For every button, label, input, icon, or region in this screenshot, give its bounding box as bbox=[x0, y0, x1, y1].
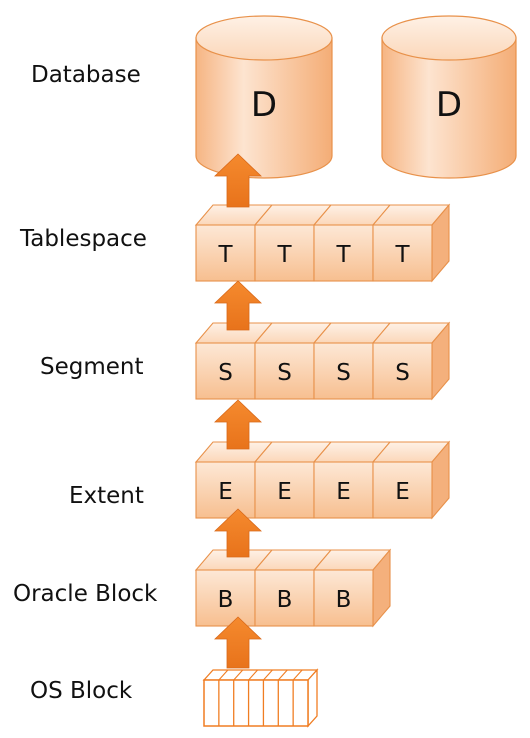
tablespace-cell: T bbox=[372, 224, 433, 282]
extent-cell: E bbox=[195, 461, 256, 519]
tablespace-cell: T bbox=[313, 224, 374, 282]
up-arrow-icon bbox=[214, 399, 262, 450]
label-segment: Segment bbox=[40, 354, 144, 380]
segment-cell-letter: S bbox=[277, 360, 292, 386]
extent-cell-letter: E bbox=[277, 479, 292, 505]
extent-cell-letter: E bbox=[336, 479, 351, 505]
segment-cell-letter: S bbox=[218, 360, 233, 386]
database-letter: D bbox=[436, 85, 462, 125]
segment-cell: S bbox=[254, 342, 315, 400]
oracle-block-cell-letter: B bbox=[218, 587, 234, 613]
label-database: Database bbox=[31, 62, 141, 88]
extent-cell: E bbox=[313, 461, 374, 519]
segment-cell: S bbox=[313, 342, 374, 400]
os-block-stack bbox=[202, 668, 319, 728]
database-letter: D bbox=[251, 85, 277, 125]
up-arrow-icon bbox=[214, 508, 262, 558]
extent-cell: E bbox=[254, 461, 315, 519]
label-oracle-block: Oracle Block bbox=[13, 581, 158, 607]
extent-cell-letter: E bbox=[395, 479, 410, 505]
up-arrow-icon bbox=[214, 280, 262, 331]
tablespace-cell-letter: T bbox=[217, 242, 233, 268]
oracle-block-cell: B bbox=[195, 569, 256, 627]
oracle-block-cell-letter: B bbox=[336, 587, 352, 613]
extent-cell: E bbox=[372, 461, 433, 519]
database-cylinder: D bbox=[195, 15, 333, 179]
tablespace-cell: T bbox=[195, 224, 256, 282]
up-arrow-icon bbox=[214, 616, 262, 669]
tablespace-cell-letter: T bbox=[276, 242, 292, 268]
oracle-block-cell: B bbox=[254, 569, 315, 627]
segment-cell-letter: S bbox=[395, 360, 410, 386]
oracle-block-cell: B bbox=[313, 569, 374, 627]
segment-cell: S bbox=[372, 342, 433, 400]
label-tablespace: Tablespace bbox=[20, 226, 147, 252]
label-extent: Extent bbox=[69, 483, 144, 509]
tablespace-cell: T bbox=[254, 224, 315, 282]
up-arrow-icon bbox=[214, 153, 262, 208]
segment-cell: S bbox=[195, 342, 256, 400]
oracle-block-cell-letter: B bbox=[277, 587, 293, 613]
label-os-block: OS Block bbox=[30, 678, 133, 704]
extent-cell-letter: E bbox=[218, 479, 233, 505]
database-cylinder: D bbox=[381, 15, 517, 179]
tablespace-cell-letter: T bbox=[335, 242, 351, 268]
tablespace-cell-letter: T bbox=[394, 242, 410, 268]
segment-cell-letter: S bbox=[336, 360, 351, 386]
